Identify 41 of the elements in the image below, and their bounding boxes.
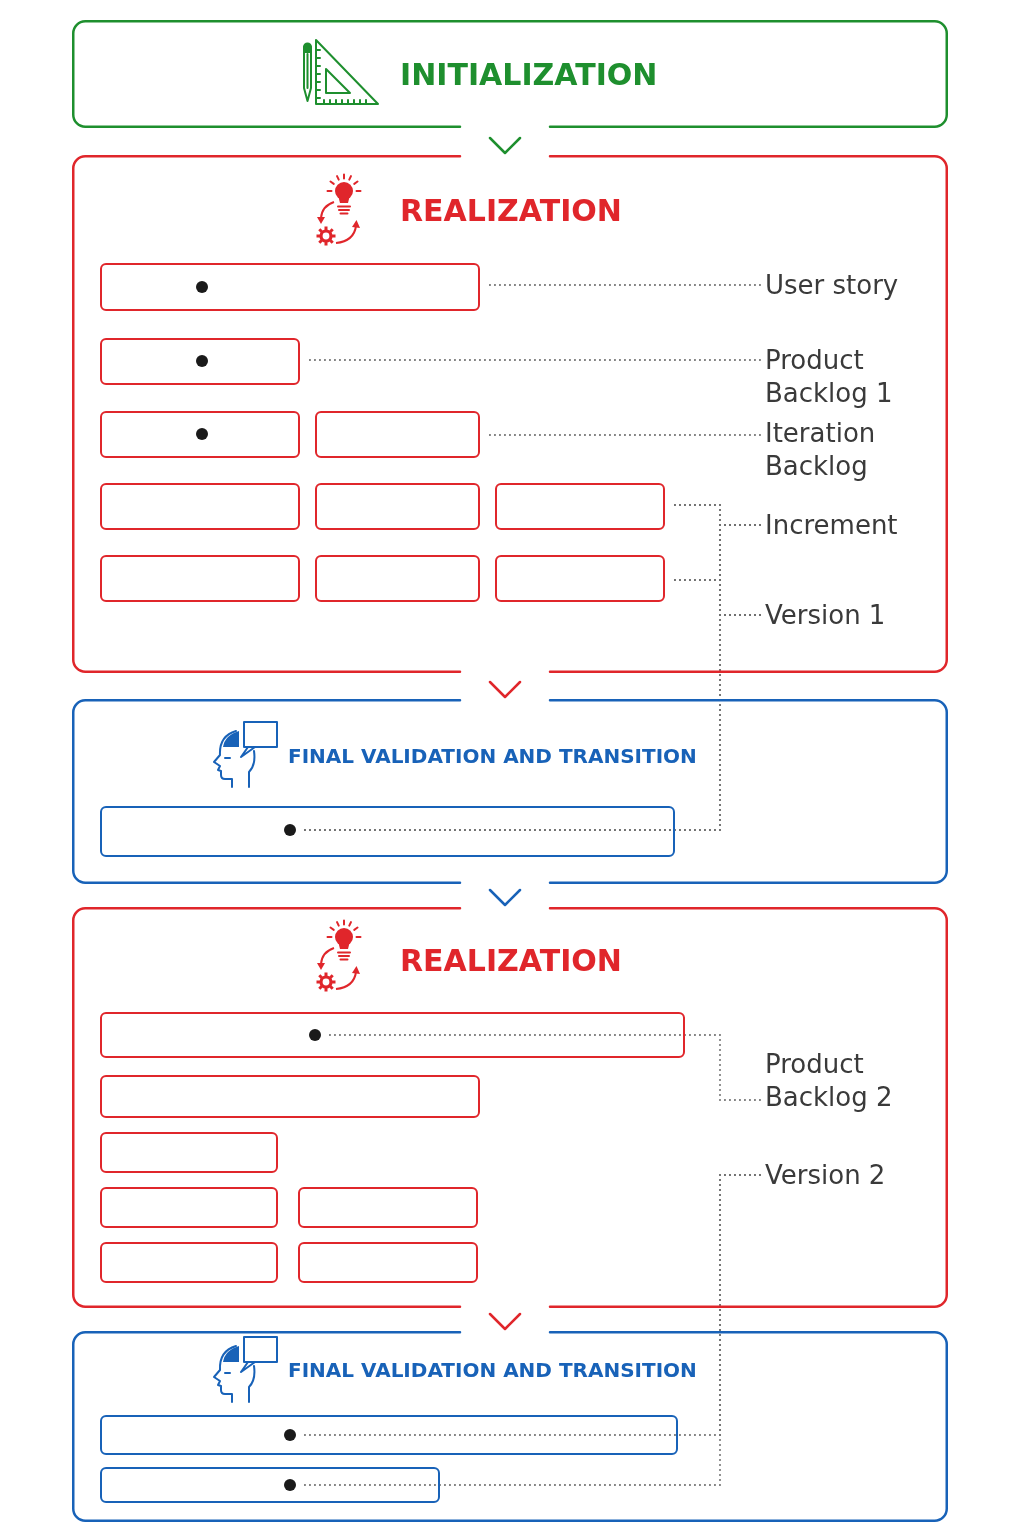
empty-bar: [315, 411, 480, 458]
bullet-dot: [284, 824, 296, 836]
empty-bar: [315, 483, 480, 530]
callout-label: User story: [765, 269, 925, 302]
phase-title: FINAL VALIDATION AND TRANSITION: [288, 743, 697, 769]
callout-label: Version 2: [765, 1159, 925, 1192]
callout-label: Product Backlog 2: [765, 1048, 925, 1114]
empty-bar: [100, 1075, 480, 1118]
phase-panel: [72, 1331, 948, 1522]
empty-bar: [495, 483, 665, 530]
empty-bar: [100, 411, 300, 458]
callout-label: Increment: [765, 509, 925, 542]
phase-panel: [72, 907, 948, 1308]
callout-label: Iteration Backlog: [765, 417, 925, 483]
empty-bar: [100, 483, 300, 530]
empty-bar: [100, 555, 300, 602]
phase-panel: [72, 699, 948, 884]
phase-title: REALIZATION: [400, 943, 622, 979]
empty-bar: [100, 1242, 278, 1283]
empty-bar: [100, 338, 300, 385]
empty-bar: [100, 1187, 278, 1228]
empty-bar: [100, 806, 675, 857]
empty-bar: [100, 1415, 678, 1455]
bullet-dot: [309, 1029, 321, 1041]
callout-label: Version 1: [765, 599, 925, 632]
phase-title: REALIZATION: [400, 193, 622, 229]
empty-bar: [100, 263, 480, 311]
phase-title: INITIALIZATION: [400, 57, 658, 93]
phase-panel: [72, 20, 948, 128]
bullet-dot: [284, 1429, 296, 1441]
callout-label: Product Backlog 1: [765, 344, 925, 410]
empty-bar: [298, 1242, 478, 1283]
bullet-dot: [284, 1479, 296, 1491]
empty-bar: [495, 555, 665, 602]
empty-bar: [315, 555, 480, 602]
empty-bar: [100, 1012, 685, 1058]
phase-panel: [72, 155, 948, 673]
empty-bar: [100, 1467, 440, 1503]
empty-bar: [100, 1132, 278, 1173]
empty-bar: [298, 1187, 478, 1228]
phase-title: FINAL VALIDATION AND TRANSITION: [288, 1357, 697, 1383]
